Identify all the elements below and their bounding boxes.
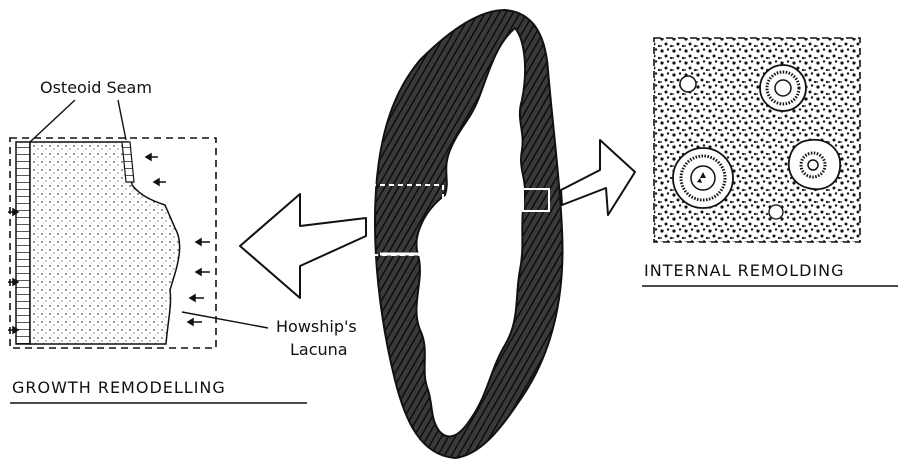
osteon-upper xyxy=(760,65,806,111)
howships-lacuna-label-line2: Lacuna xyxy=(290,340,348,359)
osteon-large xyxy=(673,148,733,208)
growth-remodelling-panel xyxy=(8,100,268,348)
osteon-right xyxy=(789,140,840,189)
osteoid-seam-label: Osteoid Seam xyxy=(40,78,152,97)
resorption-cavity-tiny xyxy=(769,205,783,219)
bone-cross-section xyxy=(371,10,563,458)
left-osteoid-strip xyxy=(16,142,30,344)
internal-panel-fill xyxy=(654,38,860,242)
internal-remolding-title: INTERNAL REMOLDING xyxy=(644,261,845,280)
right-pointing-arrow xyxy=(561,140,635,215)
howships-lacuna-label-line1: Howship's xyxy=(276,317,357,336)
osteoid-leader-right xyxy=(118,100,126,140)
internal-remolding-panel xyxy=(654,38,860,242)
howships-leader xyxy=(182,312,268,328)
growth-remodelling-title: GROWTH REMODELLING xyxy=(12,378,226,397)
left-pointing-arrow xyxy=(240,194,366,298)
resorption-cavity-small xyxy=(680,76,696,92)
bone-matrix-region xyxy=(30,142,180,344)
osteoid-leader-left xyxy=(30,100,75,142)
